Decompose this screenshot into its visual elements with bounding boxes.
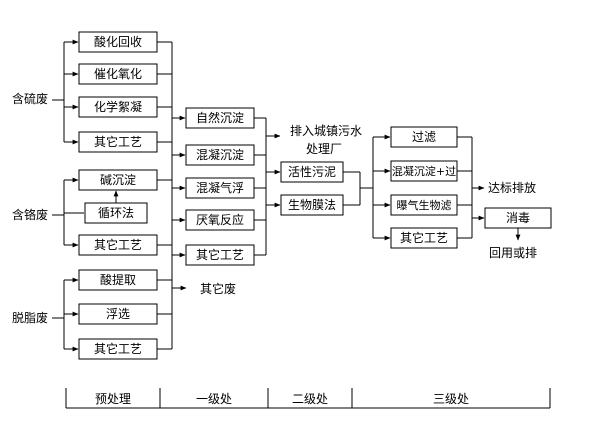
source-sulfur-label: 含硫废	[12, 91, 48, 106]
tertiary-other-process-box: 其它工艺	[390, 227, 458, 249]
svg-text:曝气生物滤: 曝气生物滤	[397, 198, 452, 212]
tertiary-coagulation-filtration-box: 混凝沉淀+过	[390, 160, 458, 182]
reuse-or-discharge-label: 回用或排	[489, 246, 537, 260]
svg-text:厌氧反应: 厌氧反应	[196, 212, 244, 227]
tertiary-biological-aerated-filter-box: 曝气生物滤	[390, 194, 458, 216]
pretreat-catalytic-oxidation-box: 催化氧化	[78, 63, 158, 85]
svg-text:其它工艺: 其它工艺	[94, 134, 142, 149]
stage-tertiary-label: 三级处	[433, 392, 469, 406]
secondary-biofilm-method-box: 生物膜法	[280, 194, 344, 216]
svg-text:酸化回收: 酸化回收	[94, 34, 142, 49]
svg-text:其它工艺: 其它工艺	[400, 230, 448, 245]
primary-anaerobic-reaction-box: 厌氧反应	[185, 209, 255, 231]
disinfection-box: 消毒	[484, 207, 552, 229]
primary-other-process-box: 其它工艺	[185, 244, 255, 266]
svg-text:自然沉淀: 自然沉淀	[196, 110, 244, 125]
svg-text:过滤: 过滤	[412, 130, 436, 144]
urban-discharge-label-line2: 处理厂	[306, 142, 342, 156]
other-waste-label: 其它废	[200, 281, 236, 296]
pretreat-other-process-degrease-box: 其它工艺	[78, 338, 158, 360]
primary-natural-sedimentation-box: 自然沉淀	[185, 107, 255, 129]
stage-secondary-label: 二级处	[292, 392, 328, 406]
source-degrease-label: 脱脂废	[12, 310, 48, 325]
urban-discharge-label-line1: 排入城镇污水	[290, 124, 362, 138]
pretreat-flotation-box: 浮选	[78, 303, 158, 325]
svg-text:消毒: 消毒	[506, 211, 530, 225]
svg-text:其它工艺: 其它工艺	[94, 341, 142, 356]
svg-text:循环法: 循环法	[98, 206, 134, 220]
svg-text:生物膜法: 生物膜法	[288, 198, 336, 212]
svg-text:碱沉淀: 碱沉淀	[100, 173, 136, 187]
pretreat-alkali-precipitation-box: 碱沉淀	[78, 169, 158, 191]
pretreat-chemical-flocculation-box: 化学絮凝	[78, 96, 158, 118]
source-chrome-label: 含铬废	[12, 207, 48, 222]
pretreat-other-process-chrome-box: 其它工艺	[78, 234, 158, 256]
svg-text:其它工艺: 其它工艺	[196, 247, 244, 262]
svg-text:混凝气浮: 混凝气浮	[196, 180, 244, 195]
svg-text:活性污泥: 活性污泥	[288, 165, 336, 179]
primary-coagulation-sedimentation-box: 混凝沉淀	[185, 144, 255, 166]
svg-text:催化氧化: 催化氧化	[94, 67, 142, 81]
tertiary-filtration-box: 过滤	[390, 126, 458, 148]
svg-text:酸提取: 酸提取	[100, 272, 136, 287]
pretreat-other-process-sulfur-box: 其它工艺	[78, 131, 158, 153]
pretreat-acidification-recovery-box: 酸化回收	[78, 31, 158, 53]
svg-text:混凝沉淀+过: 混凝沉淀+过	[392, 164, 456, 178]
secondary-activated-sludge-box: 活性污泥	[280, 161, 344, 183]
stage-bar	[65, 388, 551, 409]
stage-pretreatment-label: 预处理	[95, 392, 131, 406]
svg-text:浮选: 浮选	[106, 307, 130, 321]
svg-text:混凝沉淀: 混凝沉淀	[196, 147, 244, 162]
svg-text:化学絮凝: 化学絮凝	[94, 99, 142, 114]
pretreat-circulation-method-box: 循环法	[84, 202, 148, 224]
stage-primary-label: 一级处	[196, 392, 232, 406]
pretreat-acid-extraction-box: 酸提取	[78, 269, 158, 291]
compliant-discharge-label: 达标排放	[488, 180, 536, 195]
svg-text:其它工艺: 其它工艺	[94, 237, 142, 252]
primary-coagulation-flotation-box: 混凝气浮	[185, 177, 255, 199]
